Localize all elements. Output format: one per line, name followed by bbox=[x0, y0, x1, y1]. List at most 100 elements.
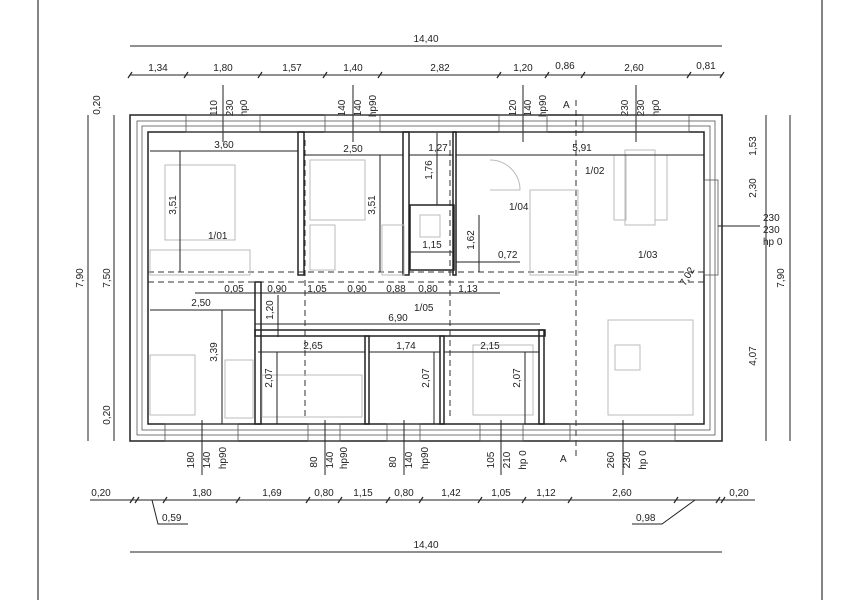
dim-label: 3,60 bbox=[214, 140, 234, 151]
room-label-1-01: 1/01 bbox=[208, 231, 228, 242]
section-line-a: A A bbox=[560, 100, 577, 465]
exterior-walls bbox=[129, 114, 723, 442]
sill-height: hp90 bbox=[420, 446, 431, 469]
dim-label: 0,80 bbox=[418, 284, 438, 295]
dim-label: 3,51 bbox=[168, 195, 179, 215]
dim-label: 0,20 bbox=[92, 95, 103, 115]
dim-label: 1,74 bbox=[396, 341, 416, 352]
dim-label: 0,72 bbox=[498, 250, 518, 261]
sill-height: hp 0 bbox=[518, 450, 529, 470]
dim-label: 2,30 bbox=[748, 178, 759, 198]
bottom-dimension-chain: 0,20 1,80 1,69 0,80 1,15 0,80 1,42 1,05 … bbox=[90, 488, 755, 525]
sill-height: hp 0 bbox=[638, 450, 649, 470]
dim-label: 0,86 bbox=[555, 61, 575, 72]
window-width: 120 bbox=[508, 99, 519, 116]
dim-label: 1,40 bbox=[343, 63, 363, 74]
dim-label: 1,42 bbox=[441, 488, 461, 499]
dim-label: 4,07 bbox=[748, 346, 759, 366]
dim-label: 2,65 bbox=[303, 341, 323, 352]
window-height: 230 bbox=[763, 225, 780, 236]
left-dimensions: 7,90 0,20 7,50 0,20 bbox=[75, 95, 115, 441]
dim-callout: 0,59 bbox=[162, 513, 182, 524]
dim-label: 0,81 bbox=[696, 61, 716, 72]
dim-label: 0,90 bbox=[347, 284, 367, 295]
window-width: 180 bbox=[186, 451, 197, 468]
dim-label: 1,20 bbox=[513, 63, 533, 74]
section-marker-bottom: A bbox=[560, 454, 567, 465]
window-width: 80 bbox=[309, 456, 320, 468]
window-height: 140 bbox=[325, 451, 336, 468]
window-height: 230 bbox=[225, 99, 236, 116]
dim-label: 1,12 bbox=[536, 488, 556, 499]
top-window-callouts: 110 230 hp0 140 140 hp90 120 140 hp90 23… bbox=[209, 85, 662, 142]
interior-dimensions: 3,60 3,51 2,50 3,51 1,27 1,76 5,91 1,15 … bbox=[150, 133, 704, 424]
dim-label: 2,82 bbox=[430, 63, 450, 74]
room-label-1-05: 1/05 bbox=[414, 303, 434, 314]
dim-label: 0,05 bbox=[224, 284, 244, 295]
dim-label: 1,27 bbox=[428, 143, 448, 154]
dim-label: 2,07 bbox=[512, 368, 523, 388]
room-label-1-04: 1/04 bbox=[509, 202, 529, 213]
dim-label: 6,90 bbox=[388, 313, 408, 324]
dim-label: 2,50 bbox=[343, 144, 363, 155]
dim-label: 7,02 bbox=[678, 265, 697, 288]
dim-label: 1,53 bbox=[748, 136, 759, 156]
sill-height: hp90 bbox=[218, 446, 229, 469]
overall-bottom-dimension: 14,40 bbox=[130, 540, 722, 553]
window-width: 110 bbox=[209, 100, 220, 116]
dim-label: 0,80 bbox=[314, 488, 334, 499]
window-width: 260 bbox=[606, 451, 617, 468]
window-height: 140 bbox=[404, 451, 415, 468]
window-height: 230 bbox=[622, 451, 633, 468]
dim-label: 1,80 bbox=[192, 488, 212, 499]
window-height: 210 bbox=[502, 451, 513, 468]
window-width: 230 bbox=[620, 99, 631, 116]
dim-label: 2,60 bbox=[612, 488, 632, 499]
window-height: 140 bbox=[202, 451, 213, 468]
furniture bbox=[149, 149, 694, 419]
section-marker-top: A bbox=[563, 100, 570, 111]
dim-label: 3,39 bbox=[209, 342, 220, 362]
dim-label: 0,20 bbox=[102, 405, 113, 425]
window-width: 80 bbox=[388, 456, 399, 468]
dim-label: 1,20 bbox=[265, 300, 276, 320]
dim-callout: 0,98 bbox=[636, 513, 656, 524]
dim-label: 1,15 bbox=[422, 240, 442, 251]
dim-label: 1,13 bbox=[458, 284, 478, 295]
window-width: 140 bbox=[337, 99, 348, 116]
dim-label: 2,50 bbox=[191, 298, 211, 309]
dim-label: 14,40 bbox=[413, 34, 438, 45]
dim-label: 1,80 bbox=[213, 63, 233, 74]
interior-walls bbox=[148, 131, 704, 425]
dim-label: 0,20 bbox=[91, 488, 111, 499]
dim-label: 1,76 bbox=[424, 160, 435, 180]
dim-label: 1,05 bbox=[491, 488, 511, 499]
sill-height: hp90 bbox=[339, 446, 350, 469]
dim-label: 1,15 bbox=[353, 488, 373, 499]
top-dimension-chain: 1,34 1,80 1,57 1,40 2,82 1,20 0,86 2,60 … bbox=[127, 61, 725, 79]
dim-label: 3,51 bbox=[367, 195, 378, 215]
dim-label: 1,69 bbox=[262, 488, 282, 499]
dim-label: 0,90 bbox=[267, 284, 287, 295]
room-label-1-03: 1/03 bbox=[638, 250, 658, 261]
dim-label: 14,40 bbox=[413, 540, 438, 551]
bottom-window-callouts: 180 140 hp90 80 140 hp90 80 140 hp90 105… bbox=[186, 420, 649, 475]
dim-label: 7,90 bbox=[75, 268, 86, 288]
sill-height: hp90 bbox=[368, 94, 379, 117]
sill-height: hp 0 bbox=[763, 237, 783, 248]
window-width: 105 bbox=[486, 451, 497, 468]
overall-top-dimension: 14,40 bbox=[130, 34, 722, 47]
sill-height: hp0 bbox=[239, 99, 250, 116]
dim-label: 0,20 bbox=[729, 488, 749, 499]
window-height: 140 bbox=[353, 99, 364, 116]
dim-label: 2,15 bbox=[480, 341, 500, 352]
room-label-1-02: 1/02 bbox=[585, 166, 605, 177]
dim-label: 1,05 bbox=[307, 284, 327, 295]
window-height: 230 bbox=[763, 213, 780, 224]
dim-label: 5,91 bbox=[572, 143, 592, 154]
dim-label: 2,07 bbox=[421, 368, 432, 388]
dim-label: 7,90 bbox=[776, 268, 787, 288]
dim-label: 0,88 bbox=[386, 284, 406, 295]
dim-label: 2,07 bbox=[264, 368, 275, 388]
